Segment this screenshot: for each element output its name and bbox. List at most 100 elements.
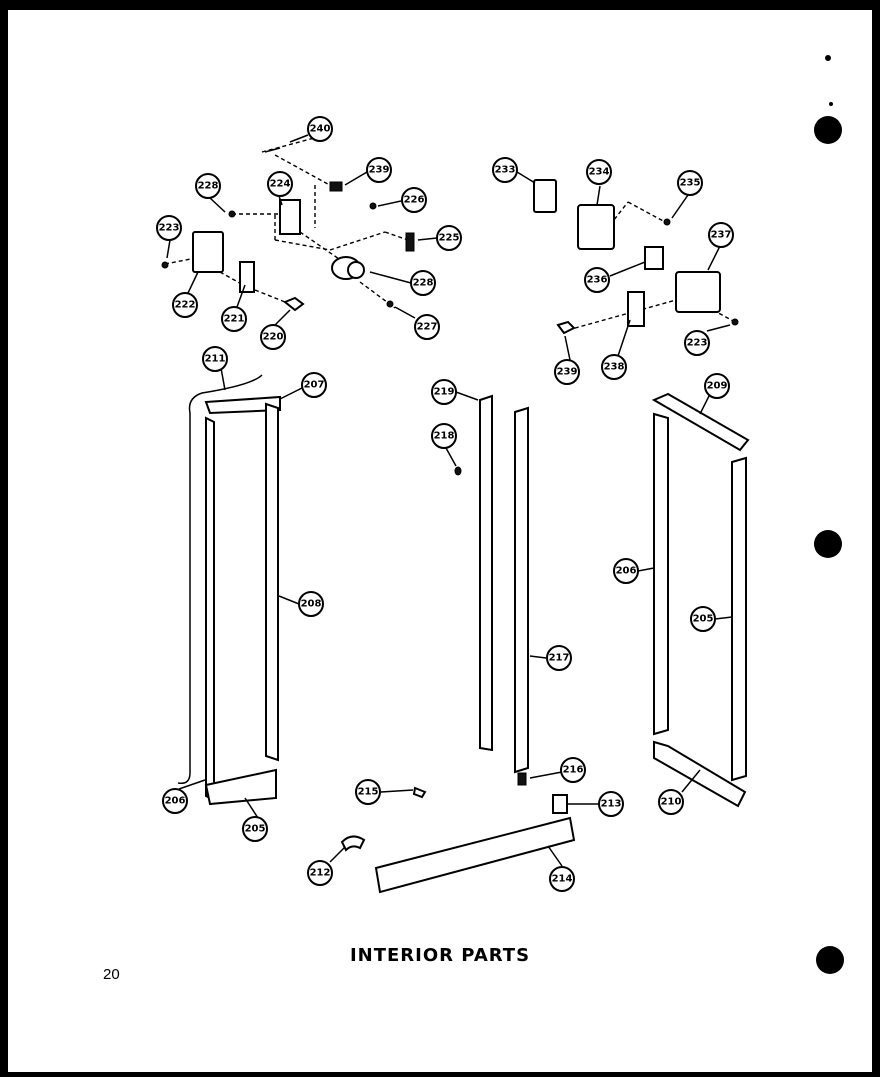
left-trim-206 bbox=[205, 416, 215, 802]
mullion-217 bbox=[514, 406, 529, 774]
callout-223: 223 bbox=[156, 215, 182, 241]
callout-225: 225 bbox=[436, 225, 462, 251]
callout-label: 206 bbox=[165, 796, 186, 807]
callout-220: 220 bbox=[260, 324, 286, 350]
clip-216 bbox=[517, 772, 527, 786]
parts-sheet bbox=[8, 10, 872, 1072]
callout-label: 224 bbox=[270, 179, 291, 190]
callout-235: 235 bbox=[677, 170, 703, 196]
callout-228: 228 bbox=[195, 173, 221, 199]
callout-label: 223 bbox=[159, 223, 180, 234]
speck-mark bbox=[829, 102, 833, 106]
callout-label: 209 bbox=[707, 381, 728, 392]
damper-knob-cap bbox=[347, 261, 365, 279]
callout-label: 223 bbox=[687, 338, 708, 349]
spring-part bbox=[405, 232, 415, 252]
cold-control bbox=[577, 204, 615, 250]
callout-label: 215 bbox=[358, 787, 379, 798]
callout-label: 220 bbox=[263, 332, 284, 343]
callout-212: 212 bbox=[307, 860, 333, 886]
callout-label: 234 bbox=[589, 167, 610, 178]
callout-label: 213 bbox=[601, 799, 622, 810]
callout-label: 211 bbox=[205, 354, 226, 365]
callout-239: 239 bbox=[366, 157, 392, 183]
callout-label: 228 bbox=[198, 181, 219, 192]
callout-210: 210 bbox=[658, 789, 684, 815]
callout-217: 217 bbox=[546, 645, 572, 671]
callout-label: 239 bbox=[557, 367, 578, 378]
callout-label: 208 bbox=[301, 599, 322, 610]
punch-hole-top bbox=[814, 116, 842, 144]
clip-part bbox=[283, 296, 305, 312]
punch-hole-bottom bbox=[816, 946, 844, 974]
callout-label: 219 bbox=[434, 387, 455, 398]
left-liner-frame bbox=[177, 374, 281, 806]
callout-label: 206 bbox=[616, 566, 637, 577]
callout-222: 222 bbox=[172, 292, 198, 318]
callout-209: 209 bbox=[704, 373, 730, 399]
screw bbox=[386, 300, 394, 308]
center-mullion-parts bbox=[340, 394, 576, 894]
callout-label: 222 bbox=[175, 300, 196, 311]
control-cover-plate bbox=[533, 179, 557, 213]
mullion-219 bbox=[479, 394, 493, 752]
speck-mark bbox=[825, 55, 831, 61]
callout-label: 221 bbox=[224, 314, 245, 325]
callout-213: 213 bbox=[598, 791, 624, 817]
thermostat-housing bbox=[192, 231, 224, 273]
top-trim-209 bbox=[651, 392, 750, 452]
callout-label: 226 bbox=[404, 195, 425, 206]
callout-219: 219 bbox=[431, 379, 457, 405]
callout-206: 206 bbox=[162, 788, 188, 814]
callout-214: 214 bbox=[549, 866, 575, 892]
spring-part bbox=[329, 181, 343, 192]
callout-label: 239 bbox=[369, 165, 390, 176]
diagram-title: INTERIOR PARTS bbox=[349, 945, 531, 966]
screw bbox=[731, 318, 739, 326]
callout-240: 240 bbox=[307, 116, 333, 142]
callout-234: 234 bbox=[586, 159, 612, 185]
grille-214 bbox=[374, 816, 576, 894]
left-trim-209 bbox=[653, 412, 669, 736]
callout-223: 223 bbox=[684, 330, 710, 356]
callout-label: 236 bbox=[587, 275, 608, 286]
page-number: 20 bbox=[103, 966, 120, 983]
left-control-parts bbox=[161, 136, 415, 312]
light-housing bbox=[675, 271, 721, 313]
punch-hole-middle bbox=[814, 530, 842, 558]
callout-227: 227 bbox=[414, 314, 440, 340]
callout-207: 207 bbox=[301, 372, 327, 398]
callout-label: 218 bbox=[434, 431, 455, 442]
callout-label: 207 bbox=[304, 380, 325, 391]
callout-label: 240 bbox=[310, 124, 331, 135]
callout-label: 212 bbox=[310, 868, 331, 879]
callout-206: 206 bbox=[613, 558, 639, 584]
callout-211: 211 bbox=[202, 346, 228, 372]
callout-label: 238 bbox=[604, 362, 625, 373]
callout-label: 205 bbox=[693, 614, 714, 625]
callout-233: 233 bbox=[492, 157, 518, 183]
right-trim-205 bbox=[731, 456, 747, 782]
callout-label: 210 bbox=[661, 797, 682, 808]
screw bbox=[663, 218, 671, 226]
callout-label: 233 bbox=[495, 165, 516, 176]
callout-215: 215 bbox=[355, 779, 381, 805]
callout-label: 237 bbox=[711, 230, 732, 241]
right-control-parts bbox=[533, 179, 739, 335]
bracket-213 bbox=[552, 794, 568, 814]
switch-bracket bbox=[279, 199, 301, 235]
right-trim-208 bbox=[265, 402, 279, 762]
right-liner-frame bbox=[651, 392, 750, 808]
callout-218: 218 bbox=[431, 423, 457, 449]
bottom-trim-210 bbox=[653, 740, 747, 808]
callout-238: 238 bbox=[601, 354, 627, 380]
callout-label: 205 bbox=[245, 824, 266, 835]
control-bracket bbox=[644, 246, 664, 270]
callout-label: 227 bbox=[417, 322, 438, 333]
callout-221: 221 bbox=[221, 306, 247, 332]
top-trim-207 bbox=[204, 395, 281, 415]
screw bbox=[369, 202, 377, 210]
callout-228: 228 bbox=[410, 270, 436, 296]
callout-label: 216 bbox=[563, 765, 584, 776]
